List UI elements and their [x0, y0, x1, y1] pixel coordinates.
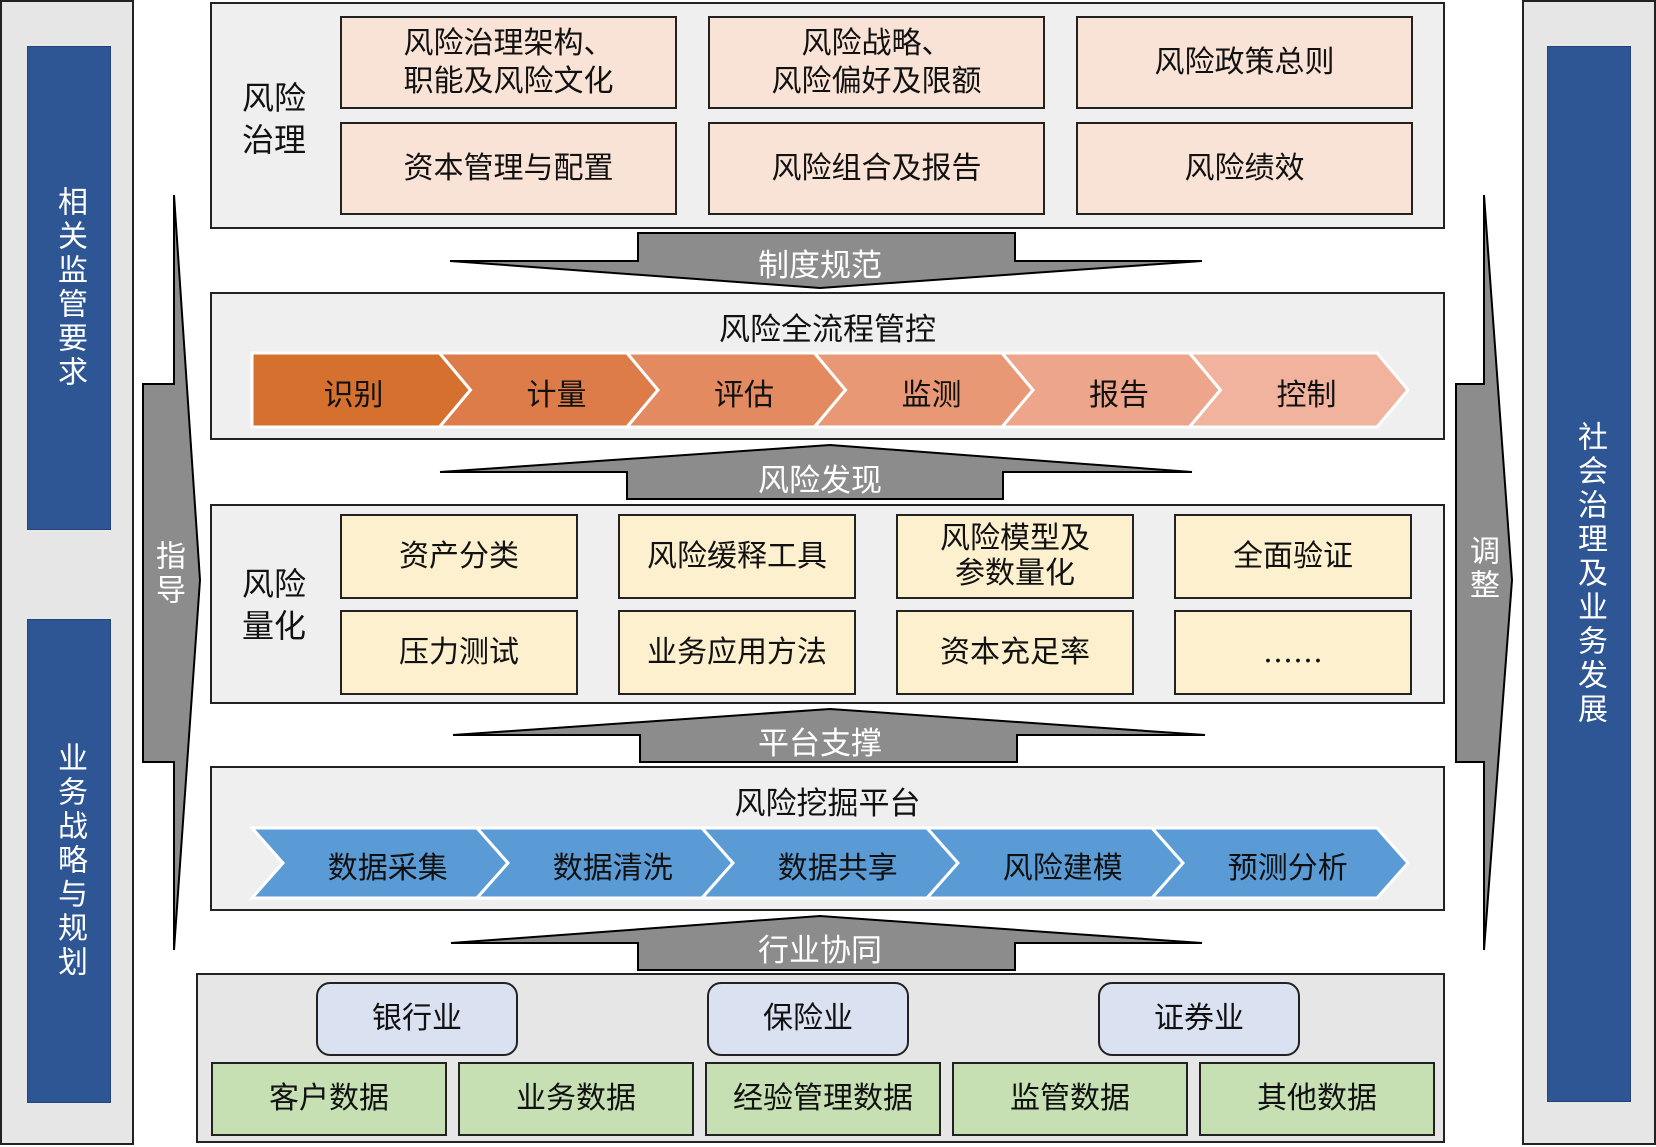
process-step-label: 监测 [901, 378, 962, 413]
social-governance-label: 社会治理及业务发展 [1572, 421, 1607, 727]
process-step-label: 评估 [714, 378, 774, 413]
process-layer: 风险全流程管控 [210, 292, 1445, 440]
governance-item: 风险政策总则 [1076, 16, 1413, 109]
governance-item: 资本管理与配置 [340, 122, 677, 215]
mining-step-label: 风险建模 [1002, 851, 1123, 886]
data-source: 监管数据 [952, 1062, 1188, 1136]
business-strategy-label: 业务战略与规划 [52, 742, 87, 980]
sector-securities: 证券业 [1098, 982, 1300, 1056]
data-source: 其他数据 [1199, 1062, 1435, 1136]
process-step-label: 报告 [1089, 378, 1149, 413]
mining-step-label: 数据采集 [327, 851, 448, 886]
quantification-item: …… [1174, 610, 1412, 695]
data-source: 客户数据 [211, 1062, 447, 1136]
process-step-label: 识别 [323, 378, 384, 413]
quantification-item: 全面验证 [1174, 514, 1412, 599]
governance-item: 风险治理架构、 职能及风险文化 [340, 16, 677, 109]
mining-step-label: 数据清洗 [552, 851, 673, 886]
adjust-arrow-label: 调整 [1464, 535, 1499, 603]
mining-layer: 风险挖掘平台 [210, 766, 1445, 911]
data-source: 经验管理数据 [705, 1062, 941, 1136]
mining-title: 风险挖掘平台 [734, 786, 921, 822]
quantification-item: 资本充足率 [896, 610, 1134, 695]
quantification-item: 压力测试 [340, 610, 578, 695]
discovery-arrow-label: 风险发现 [758, 463, 882, 499]
governance-item: 风险组合及报告 [708, 122, 1045, 215]
quantification-label: 风险量化 [242, 565, 307, 645]
governance-label: 风险治理 [242, 79, 307, 159]
process-step-label: 控制 [1276, 378, 1337, 413]
guide-arrow-label: 指导 [150, 540, 185, 608]
process-step-label: 计量 [526, 378, 587, 413]
regulatory-requirements-label: 相关监管要求 [52, 186, 87, 390]
business-strategy-column: 业务战略与规划 [27, 619, 111, 1103]
mining-step-label: 预测分析 [1227, 851, 1348, 886]
quantification-item: 业务应用方法 [618, 610, 856, 695]
governance-item: 风险绩效 [1076, 122, 1413, 215]
industry-arrow-label: 行业协同 [758, 933, 882, 969]
rules-arrow-label: 制度规范 [758, 248, 882, 284]
sector-banking: 银行业 [316, 982, 518, 1056]
regulatory-requirements-column: 相关监管要求 [27, 46, 111, 530]
quantification-item: 风险模型及 参数量化 [896, 514, 1134, 599]
social-governance-column: 社会治理及业务发展 [1547, 46, 1631, 1102]
data-source: 业务数据 [458, 1062, 694, 1136]
mining-step-label: 数据共享 [777, 851, 898, 886]
process-title: 风险全流程管控 [719, 312, 936, 348]
platform-arrow-label: 平台支撑 [758, 726, 882, 762]
quantification-item: 风险缓释工具 [618, 514, 856, 599]
governance-item: 风险战略、 风险偏好及限额 [708, 16, 1045, 109]
sector-insurance: 保险业 [707, 982, 909, 1056]
quantification-item: 资产分类 [340, 514, 578, 599]
